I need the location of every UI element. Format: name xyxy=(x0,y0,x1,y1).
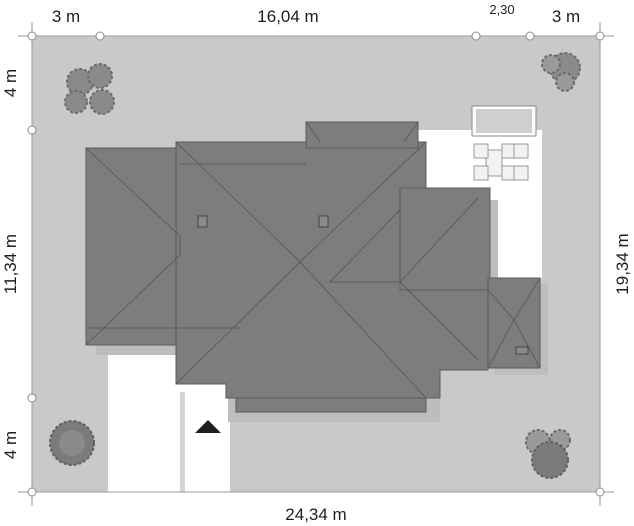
dimension-right-total: 19,34 m xyxy=(613,233,632,294)
tree-icon xyxy=(525,429,571,479)
dimension-left-bottom: 4 m xyxy=(1,431,20,459)
terrace-furniture xyxy=(473,143,529,181)
chimney-icon xyxy=(318,215,329,228)
dimension-left-house: 11,34 m xyxy=(1,234,20,294)
dimension-lines xyxy=(18,22,614,506)
dimension-left-top: 4 m xyxy=(1,69,20,97)
dimension-top-terrace: 2,30 xyxy=(489,2,514,17)
house-roof xyxy=(85,121,541,413)
tree-icon xyxy=(541,52,581,92)
dimension-top-left: 3 m xyxy=(52,7,80,26)
terrace-bed-inner xyxy=(476,109,532,133)
entrance-arrow-icon xyxy=(195,420,221,433)
tree-icon xyxy=(64,63,115,115)
dimension-top-house: 16,04 m xyxy=(257,7,318,26)
dimension-top-right: 3 m xyxy=(552,7,580,26)
chimney-icon xyxy=(515,346,529,355)
dimension-bottom-total: 24,34 m xyxy=(285,505,346,524)
driveway-edge-line xyxy=(180,392,185,492)
chimney-icon xyxy=(197,215,208,228)
tree-icon xyxy=(49,420,95,466)
